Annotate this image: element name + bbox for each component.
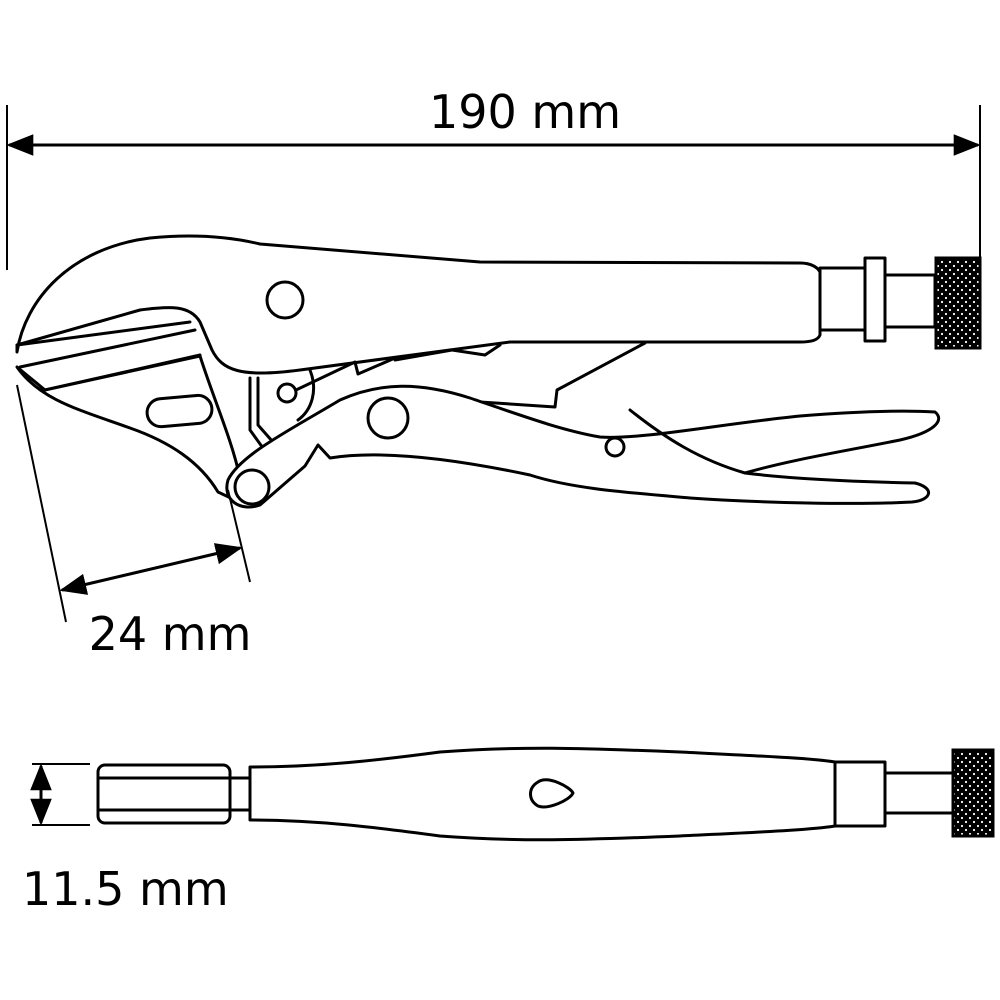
jaw-opening-dimension: 24 mm [16, 384, 252, 661]
knurled-knob-top [951, 748, 995, 838]
knurled-knob [934, 256, 982, 350]
jaw-face-line-2 [18, 328, 197, 369]
overall-length-dimension: 190 mm [6, 85, 981, 270]
jaw-face-line-1 [15, 320, 192, 347]
upper-jaw-handle [15, 234, 822, 375]
lower-jaw-slot [145, 393, 214, 429]
screw-shaft-top [883, 771, 955, 815]
teardrop-hole [529, 778, 575, 809]
rivet-hole-upper [265, 280, 305, 320]
pliers-side-view [15, 234, 982, 509]
handle-body-top [248, 746, 837, 842]
jaw-thickness-label: 11.5 mm [22, 862, 229, 916]
jaw-dimension-arrow [59, 543, 243, 595]
screw-barrel [818, 266, 867, 332]
release-lever [478, 341, 647, 409]
rivet-hole-jaw-pivot [233, 468, 271, 506]
pliers-top-view [96, 746, 995, 842]
overall-length-label: 190 mm [429, 85, 621, 139]
rivet-hole-small [604, 436, 626, 458]
lower-handle [225, 384, 941, 509]
extension-line-jaw-right [227, 489, 251, 583]
rivet-hole-middle [366, 396, 410, 440]
jaw-tip-top [96, 763, 232, 825]
jaw-opening-label: 24 mm [89, 607, 252, 661]
lower-jaw [15, 354, 242, 502]
hex-nut [863, 256, 887, 343]
jaw-thickness-dimension: 11.5 mm [22, 763, 229, 916]
collar-top [833, 760, 887, 828]
link-pin [276, 382, 298, 404]
extension-line-jaw-left [16, 384, 67, 623]
screw-shaft [883, 273, 937, 329]
